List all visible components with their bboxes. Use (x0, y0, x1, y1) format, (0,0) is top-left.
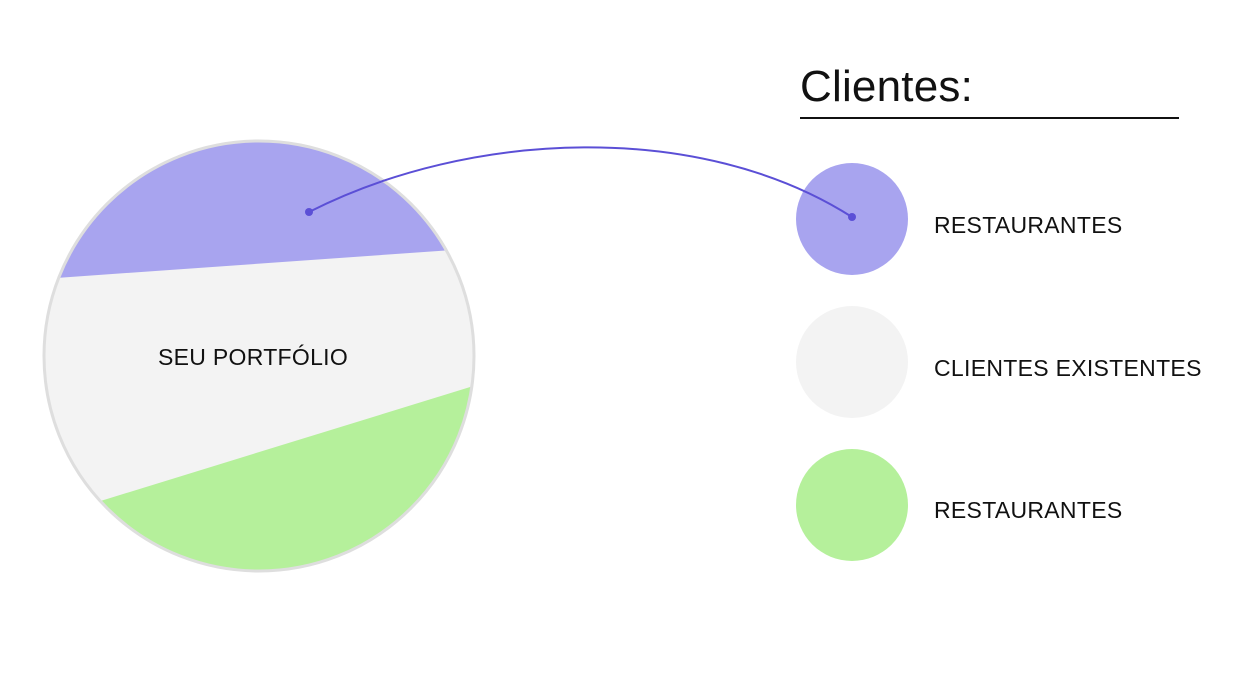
legend-label-restaurants-purple: RESTAURANTES (934, 212, 1123, 238)
connector-start-dot (305, 208, 313, 216)
legend-title: Clientes: (800, 62, 973, 111)
legend-swatches (796, 163, 908, 561)
pie-outline (42, 139, 476, 573)
legend-swatch-restaurants-green (796, 449, 908, 561)
connector-end-dot (848, 213, 856, 221)
legend-label-existing-clients: CLIENTES EXISTENTES (934, 355, 1202, 381)
legend-swatch-existing-clients (796, 306, 908, 418)
legend-divider (800, 117, 1179, 119)
connector (305, 146, 856, 221)
pie-center-label: SEU PORTFÓLIO (158, 344, 349, 370)
connector-arc (308, 146, 853, 218)
legend-label-restaurants-green: RESTAURANTES (934, 497, 1123, 523)
